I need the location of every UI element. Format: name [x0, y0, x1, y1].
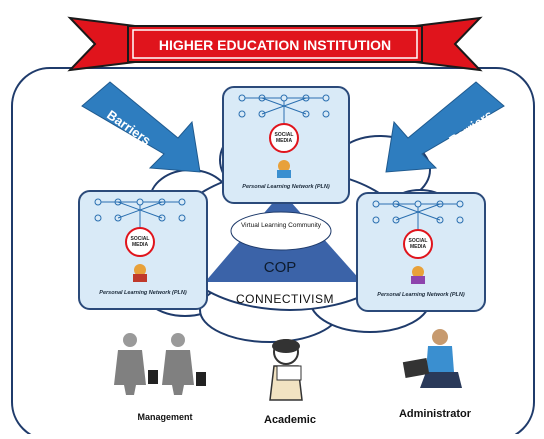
- pln-label-right: Personal Learning Network (PLN): [377, 292, 465, 298]
- banner-left-tail: [67, 16, 136, 72]
- administrator-label: Administrator: [398, 408, 472, 420]
- banner-title: HIGHER EDUCATION INSTITUTION: [158, 37, 392, 53]
- barrier-arrow-right: [385, 81, 505, 173]
- vlc-ellipse: [230, 211, 332, 251]
- pln-label-top: Personal Learning Network (PLN): [242, 184, 330, 190]
- management-figures: [114, 333, 206, 395]
- banner-inner-border: [132, 29, 418, 59]
- academic-figure: [269, 339, 303, 401]
- vlc-label: Virtual Learning Community: [240, 222, 322, 229]
- management-label: Management: [137, 412, 193, 422]
- social-media-badge-right: SOCIAL MEDIA: [408, 238, 428, 250]
- social-media-badge-top: SOCIAL MEDIA: [274, 132, 294, 144]
- cop-label: COP: [263, 259, 297, 276]
- academic-label: Academic: [264, 414, 316, 426]
- pln-label-left: Personal Learning Network (PLN): [99, 290, 187, 296]
- banner-right-tail: [414, 16, 483, 72]
- connectivism-label: CONNECTIVISM: [235, 292, 334, 306]
- social-media-badge-left: SOCIAL MEDIA: [130, 236, 150, 248]
- banner-band: [127, 25, 423, 63]
- social-media-badges: [125, 123, 433, 284]
- barrier-arrow-left: [81, 81, 201, 173]
- administrator-figure: [402, 329, 462, 388]
- pln-card-left: Personal Learning Network (PLN): [78, 190, 208, 310]
